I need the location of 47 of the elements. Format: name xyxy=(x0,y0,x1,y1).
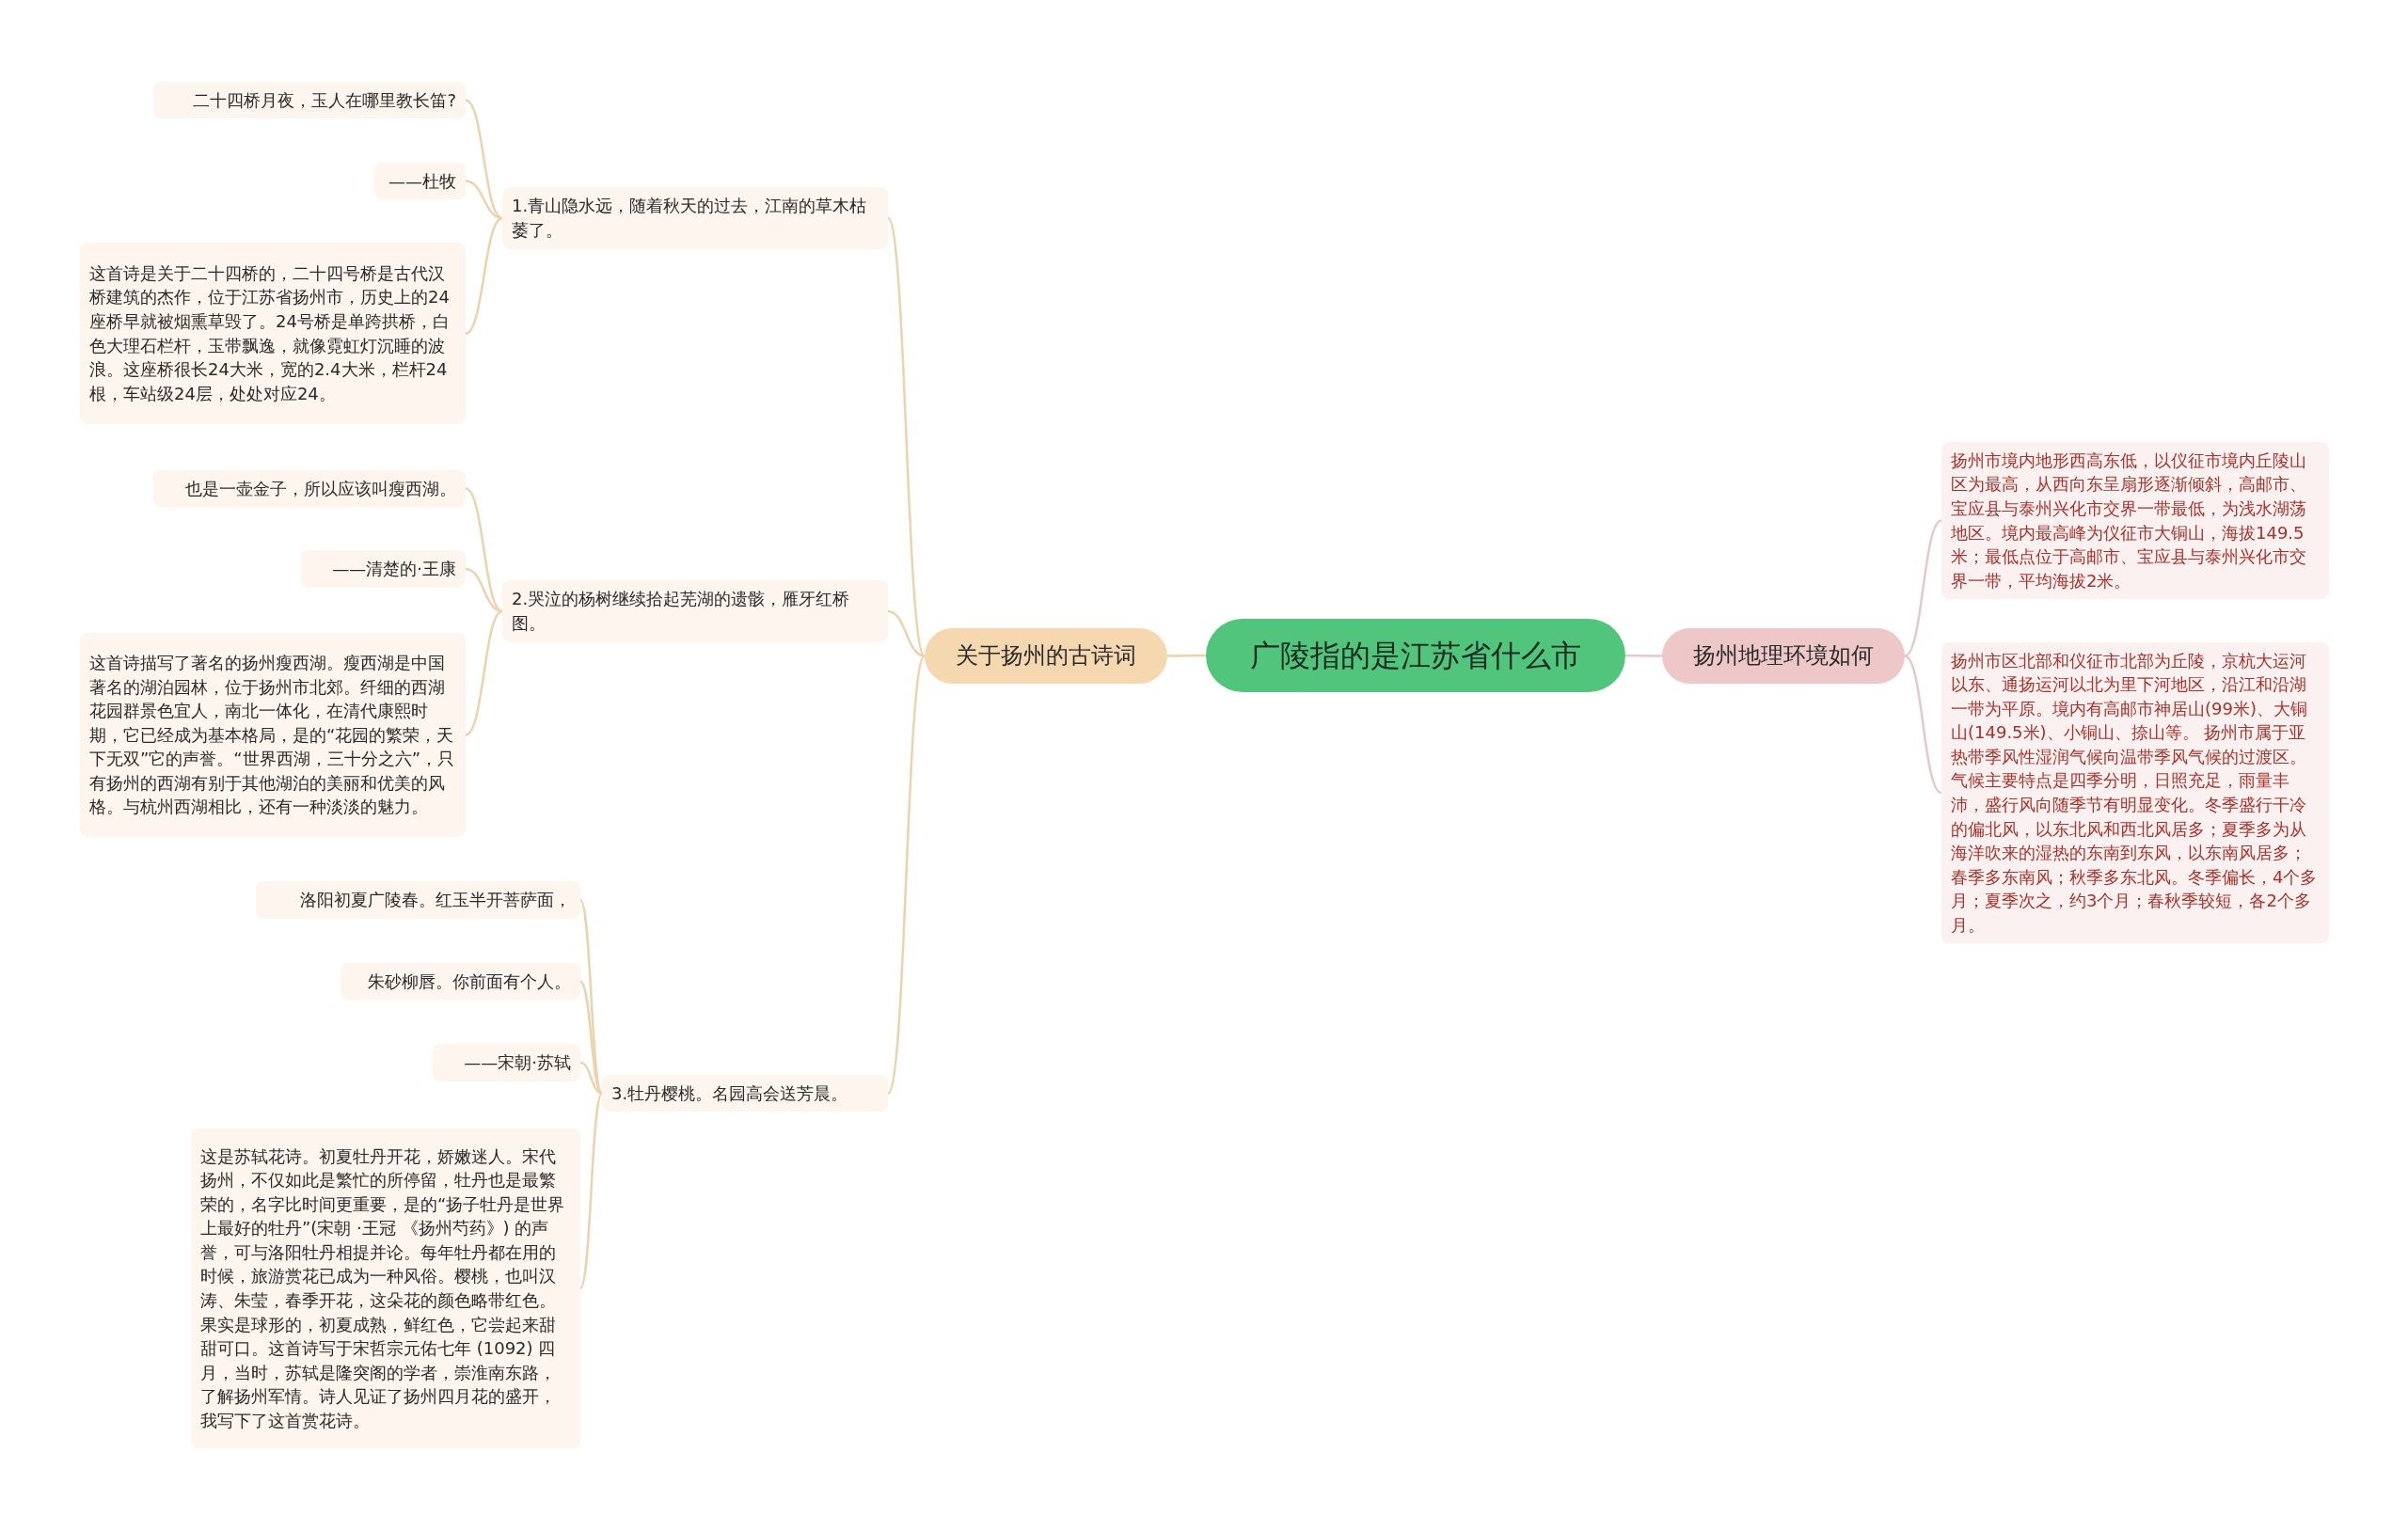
connector-line xyxy=(465,487,503,613)
note-card xyxy=(153,82,466,118)
node-text: 1.青山隐水远，随着秋天的过去，江南的草木枯萎了。 xyxy=(512,195,868,242)
node-text: 广陵指的是江苏省什么市 xyxy=(1250,637,1581,674)
node-text: 二十四桥月夜，玉人在哪里教长笛? xyxy=(193,88,456,112)
connector-line xyxy=(465,567,503,613)
connector-line xyxy=(886,655,927,1095)
note-card xyxy=(433,1044,580,1081)
connector-line xyxy=(465,180,503,220)
node-text: 关于扬州的古诗词 xyxy=(956,642,1136,670)
connector-line xyxy=(465,216,503,335)
node-text: 这是苏轼花诗。初夏牡丹开花，娇嫩迷人。宋代扬州，不仅如此是繁忙的所停留，牡丹也是最繁荣的，名字比时间更重要，是的“扬子牡丹是世界上最好的牡丹”(宋朝 ·王冠 《扬州芍药》) 的声誉，可与洛阳牡丹相提并论。每年牡丹都在用的时候，旅游赏花已成为一种风俗。樱桃，也叫汉涛、朱莹，春季开花，这朵花的颜色略带红色。果实是球形的，初夏成熟，鲜红色，它尝起来甜甜可口。这首诗写于宋哲宗元佑七年 (1092) 四月，当时，苏轼是隆突阁的学者，崇淮南东路，了解扬州军情。诗人见证了扬州四月花的盛开，我写下了这首赏花诗。 xyxy=(200,1144,566,1432)
node-text: 朱砂柳唇。你前面有个人。 xyxy=(368,970,571,993)
note-card xyxy=(341,963,580,1000)
note-card xyxy=(256,881,580,919)
node-text: 扬州市区北部和仪征市北部为丘陵，京杭大运河以东、通扬运河以北为里下河地区，沿江和沿湖一带为平原。境内有高邮市神居山(99米)、大铜山(149.5米)、小铜山、捺山等。 扬州市属于亚热带季风性湿润气候向温带季风气候的过渡区。气候主要特点是四季分明，日照充足，雨量丰沛，盛行风向随季节有明显变化。冬季盛行干冷的偏北风，以东北风和西北风居多；夏季多为从海洋吹来的湿热的东南到东风，以东南风居多；春季多东南风；秋季多东北风。冬季偏长，4个多月；夏季次之，约3个月；春秋季较短，各2个多月。 xyxy=(1951,649,2319,937)
node-text: 这首诗描写了著名的扬州瘦西湖。瘦西湖是中国著名的湖泊园林，位于扬州市北郊。纤细的西湖花园群景色宜人，南北一体化，在清代康熙时期，它已经成为基本格局，是的“花园的繁荣，天下无双”它的声誉。“世界西湖，三十分之六”，只有扬州的西湖有别于其他湖泊的美丽和优美的风格。与杭州西湖相比，还有一种淡淡的魅力。 xyxy=(89,652,455,819)
note-card xyxy=(80,243,466,424)
subtopic-card xyxy=(502,187,888,249)
note-card xyxy=(153,470,466,507)
node-text: 3.牡丹樱桃。名园高会送芳晨。 xyxy=(611,1081,848,1105)
node-text: 2.哭泣的杨树继续拾起芜湖的遗骸，雁牙红桥图。 xyxy=(512,588,851,635)
connector-line xyxy=(886,217,927,657)
node-text: 扬州地理环境如何 xyxy=(1693,642,1874,670)
note-card xyxy=(301,550,466,588)
subtopic-card xyxy=(502,580,888,642)
connector-line xyxy=(887,609,926,657)
connector-line xyxy=(1904,519,1942,657)
note-card xyxy=(80,633,466,837)
note-card xyxy=(191,1129,580,1448)
connector-line xyxy=(1904,655,1942,795)
connector-line xyxy=(1167,654,1206,657)
node-text: ——清楚的·王康 xyxy=(332,558,456,581)
node-text: 洛阳初夏广陵春。红玉半开菩萨面， xyxy=(300,889,571,912)
subtopic-card xyxy=(602,1075,888,1112)
node-text: 扬州市境内地形西高东低，以仪征市境内丘陵山区为最高，从西向东呈扇形逐渐倾斜，高邮市、宝应县与泰州兴化市交界一带最低，为浅水湖荡地区。境内最高峰为仪征市大铜山，海拔149.5米；最低点位于高邮市、宝应县与泰州兴化市交界一带，平均海拔2米。 xyxy=(1951,449,2307,592)
node-text: ——杜牧 xyxy=(388,169,456,193)
node-text: 这首诗是关于二十四桥的，二十四号桥是古代汉桥建筑的杰作，位于江苏省扬州市，历史上的24座桥早就被烟熏草毁了。24号桥是单跨拱桥，白色大理石栏杆，玉带飘逸，就像霓虹灯沉睡的波浪。这座桥很长24大米，宽的2.4大米，栏杆24根，车站级24层，处处对应24。 xyxy=(89,261,451,405)
connector-line xyxy=(579,1061,603,1095)
connector-line xyxy=(1625,654,1662,657)
node-text: ——宋朝·苏轼 xyxy=(464,1051,571,1075)
note-card xyxy=(374,163,466,199)
connector-line xyxy=(465,99,503,220)
node-text: 也是一壶金子，所以应该叫瘦西湖。 xyxy=(185,477,456,500)
connector-line xyxy=(578,1092,604,1289)
connector-line xyxy=(465,609,503,736)
note-card xyxy=(1941,442,2329,599)
